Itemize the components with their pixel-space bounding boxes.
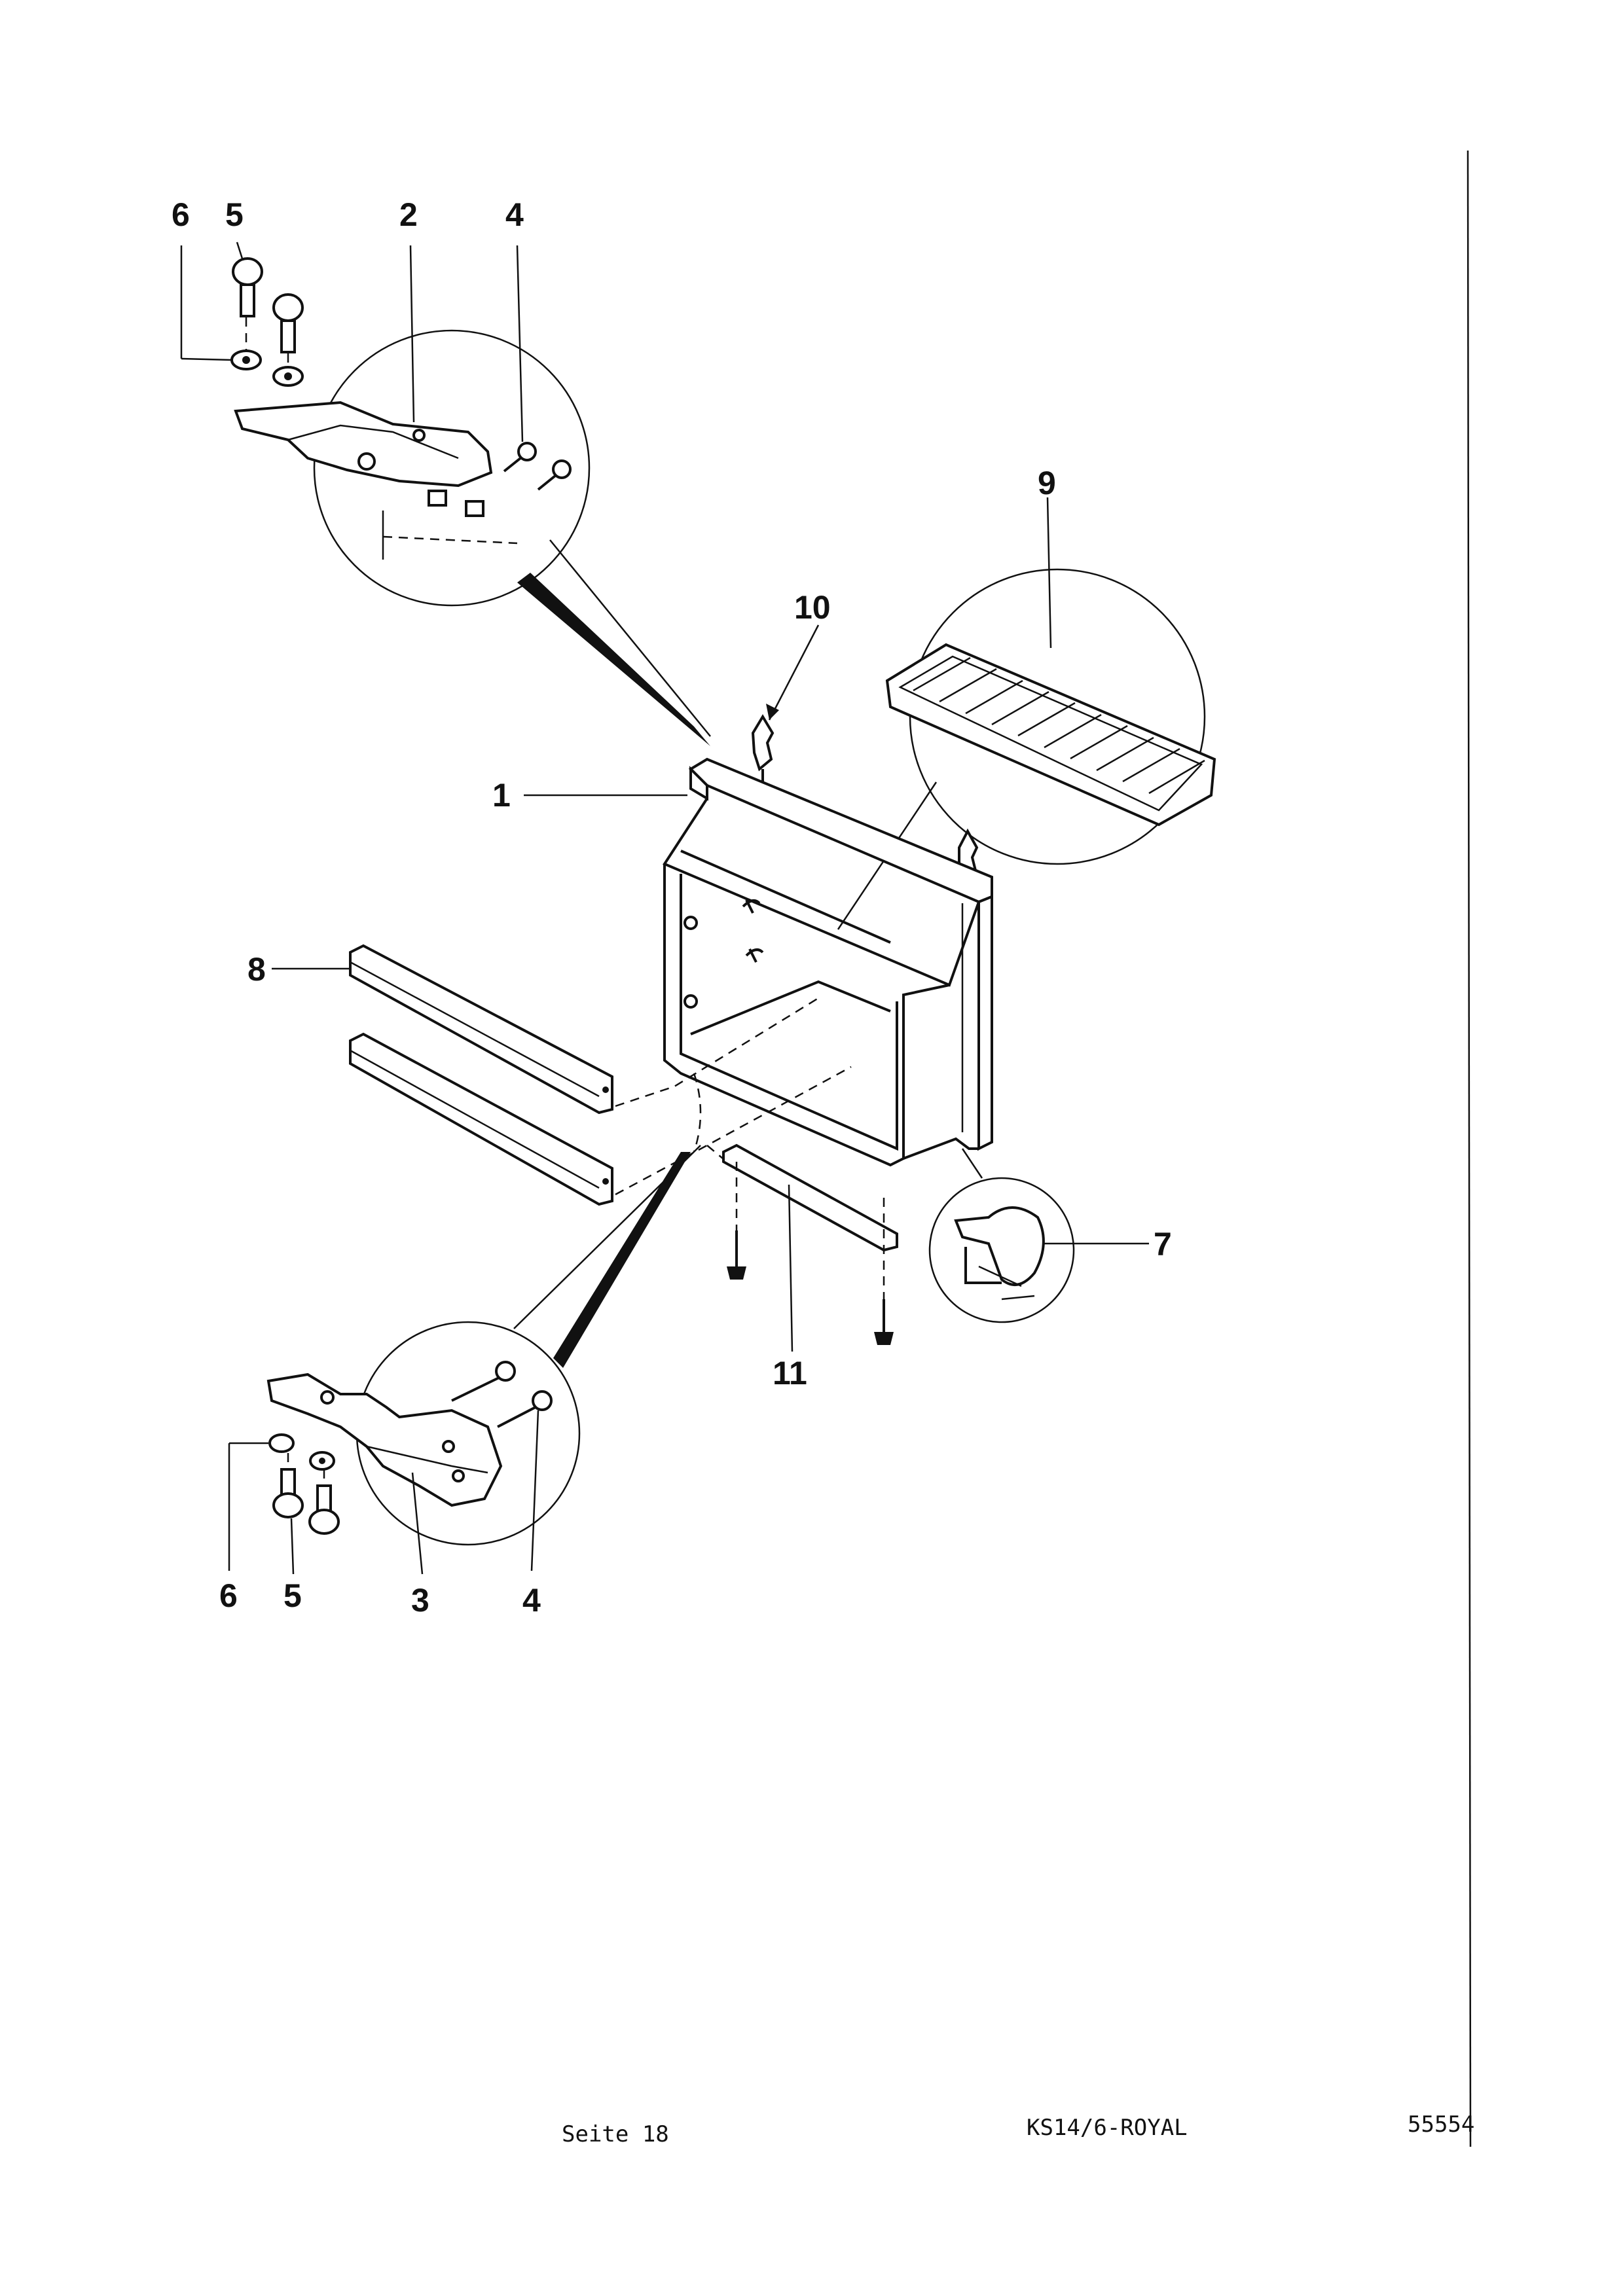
lower-detail-wedge <box>553 1152 691 1368</box>
upper-bolt-b <box>272 293 304 387</box>
shelf-grid <box>885 643 1216 827</box>
upper-bolt-a <box>230 257 263 370</box>
callout-5-bottom: 5 <box>283 1577 302 1614</box>
margin-rule <box>1467 150 1472 2147</box>
callout-3: 3 <box>411 1582 429 1619</box>
callout-4-bottom: 4 <box>522 1582 541 1619</box>
bottom-bracket <box>722 1143 898 1352</box>
footer-model: KS14/6-ROYAL <box>1027 2115 1188 2141</box>
callout-6-bottom: 6 <box>219 1577 238 1614</box>
lower-screw-a <box>451 1361 516 1402</box>
footer-code: 55554 <box>1408 2111 1474 2138</box>
callout-11: 11 <box>773 1355 807 1391</box>
callout-4-top: 4 <box>505 196 524 233</box>
callout-2: 2 <box>399 196 418 233</box>
lower-washer-b <box>309 1451 335 1471</box>
bracket-screw-a <box>727 1230 746 1280</box>
rail-lower <box>349 1032 613 1206</box>
upper-detail-wedge <box>517 573 710 746</box>
lower-hinge-part <box>266 1372 503 1507</box>
callout-10: 10 <box>794 589 831 626</box>
callout-7: 7 <box>1154 1226 1172 1263</box>
footer-page: Seite 18 <box>562 2121 669 2147</box>
upper-screw-b <box>537 459 572 491</box>
side-rails <box>272 944 613 1206</box>
bracket-screw-b <box>874 1299 894 1345</box>
compartment-frame <box>688 757 993 904</box>
lower-washer-a <box>268 1433 295 1453</box>
upper-hinge-part <box>234 401 493 488</box>
lower-hinge-detail <box>228 1073 702 1575</box>
lower-screw-b <box>497 1390 553 1428</box>
shelf-detail <box>837 497 1216 930</box>
callout-6-top: 6 <box>172 196 190 233</box>
clip-10 <box>751 624 979 879</box>
seal-detail-circle <box>928 1177 1075 1323</box>
upper-screw-a <box>503 442 537 473</box>
callout-8: 8 <box>247 951 266 988</box>
lower-bolt-a <box>272 1453 304 1518</box>
callout-9: 9 <box>1038 465 1056 501</box>
freezer-compartment <box>524 757 993 1196</box>
rail-upper <box>349 944 613 1115</box>
callout-labels: 6 5 2 4 9 10 1 8 7 11 6 5 3 4 <box>172 196 1172 1619</box>
upper-hinge-detail <box>180 242 711 746</box>
callout-1: 1 <box>492 777 511 814</box>
seal-detail <box>928 1148 1149 1323</box>
footer: Seite 18 KS14/6-ROYAL 55554 <box>562 2111 1474 2147</box>
upper-detail-circle <box>313 329 591 607</box>
lower-bolt-b <box>308 1469 340 1535</box>
callout-5-top: 5 <box>225 196 244 233</box>
